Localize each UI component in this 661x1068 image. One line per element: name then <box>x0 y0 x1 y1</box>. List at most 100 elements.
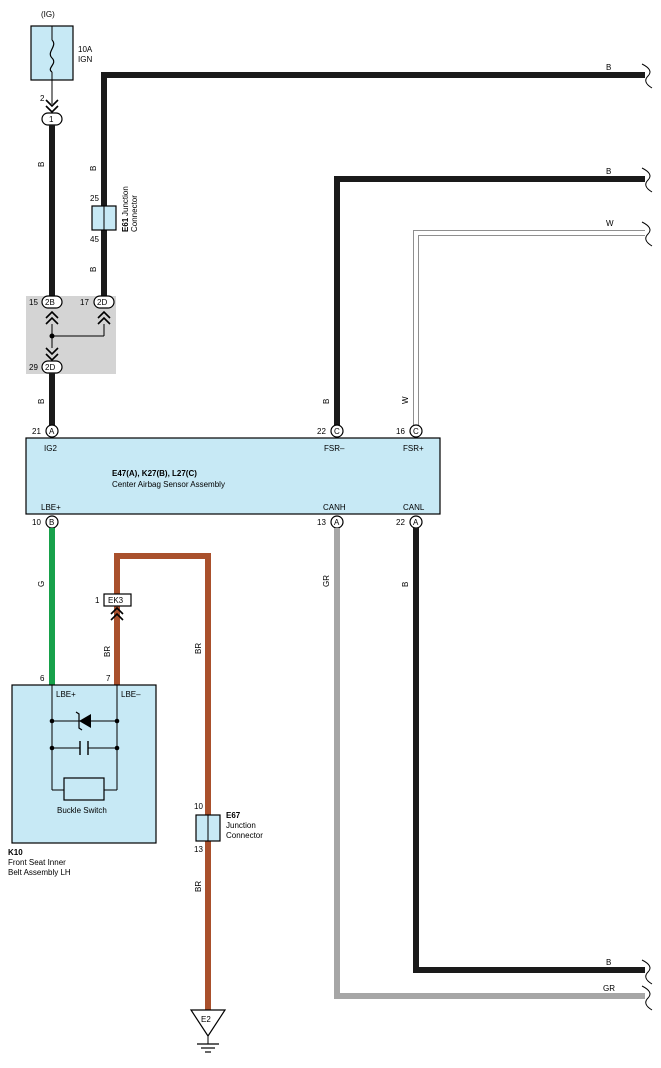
jb-chevron-2b-icon <box>45 310 59 325</box>
pin-ig2-conn: A <box>49 427 55 436</box>
fuse-icon <box>49 39 55 73</box>
jb-chevron-2d-icon <box>97 310 111 325</box>
pin-canl-label: CANL <box>403 503 425 512</box>
buckle-name-line2: Belt Assembly LH <box>8 868 71 877</box>
pin-fsr-minus-connector <box>330 424 344 438</box>
pin-lbe-plus-label: LBE+ <box>41 503 61 512</box>
wire-gr-canh <box>334 528 645 999</box>
pin-fsr-plus-number: 16 <box>396 427 405 436</box>
ek3-id: EK3 <box>108 596 124 605</box>
wire-label-w: W <box>606 219 614 228</box>
buckle-node-3 <box>49 745 55 751</box>
buckle-name-line1: Front Seat Inner <box>8 858 66 867</box>
fuse-rating: 10A <box>78 45 93 54</box>
wire-label-gr: GR <box>603 984 615 993</box>
pin-lbe-plus-conn: B <box>49 518 54 527</box>
pin-fsr-minus-label: FSR– <box>324 444 345 453</box>
e61-pin-top: 25 <box>90 194 99 203</box>
wire-label-b-fsr-vertical: B <box>322 399 331 404</box>
wire-label-b-e61-top: B <box>89 166 98 171</box>
e67-pin-bottom: 13 <box>194 845 203 854</box>
jb-pin-2d-top-number: 17 <box>80 298 89 307</box>
wire-label-w-vertical: W <box>401 396 410 404</box>
pin-fsr-minus-conn: C <box>334 427 340 436</box>
splice-pin-number: 1 <box>49 115 54 124</box>
pin-fsr-plus-connector <box>409 424 423 438</box>
jb-connector-2d-top <box>93 295 115 309</box>
wire-label-br-main: BR <box>194 643 203 654</box>
wire-w-fsr-plus-outline <box>413 230 645 425</box>
fuse-pin-number: 2 <box>40 94 45 103</box>
jb-connector-2d-bottom-label: 2D <box>45 363 55 372</box>
buckle-switch-label: Buckle Switch <box>57 806 107 815</box>
wire-label-b-ig: B <box>37 162 46 167</box>
wire-b-canl <box>413 528 645 973</box>
center-airbag-sensor-assembly <box>25 437 441 515</box>
pin-fsr-plus-label: FSR+ <box>403 444 424 453</box>
e61-pin-bottom: 45 <box>90 235 99 244</box>
e61-id: E61 <box>121 217 130 232</box>
wire-break-canh-icon <box>641 985 653 1011</box>
ek3-pin: 1 <box>95 596 100 605</box>
zener-diode-bar <box>75 711 83 731</box>
pin-canl-conn: A <box>413 518 419 527</box>
ig-source-label: (IG) <box>41 10 55 19</box>
pin-lbe-plus-number: 10 <box>32 518 41 527</box>
e67-pin-top: 10 <box>194 802 203 811</box>
wire-label-br-ek3: BR <box>103 646 112 657</box>
buckle-node-4 <box>114 745 120 751</box>
pin-canh-label: CANH <box>323 503 346 512</box>
wire-br-lbe-minus <box>114 553 211 1010</box>
wire-label-b-canl: B <box>606 958 611 967</box>
e67-line2: Connector <box>226 831 263 840</box>
jb-chevron-out-icon <box>45 347 59 362</box>
pin-canh-conn: A <box>334 518 340 527</box>
buckle-pin-plus-label: LBE+ <box>56 690 76 699</box>
fuse-name: IGN <box>78 55 92 64</box>
connector-ek3 <box>103 593 132 607</box>
wire-label-b-fsr: B <box>606 167 611 176</box>
wire-label-b-e61-bottom: B <box>89 267 98 272</box>
ground-point <box>189 1009 227 1038</box>
fuse-connector-chevron-icon <box>45 99 59 114</box>
jb-connector-2d-top-label: 2D <box>97 298 107 307</box>
jb-connector-2b-label: 2B <box>45 298 55 307</box>
pin-fsr-minus-number: 22 <box>317 427 326 436</box>
assembly-title: E47(A), K27(B), L27(C) <box>112 469 197 478</box>
wire-label-gr-vertical: GR <box>322 575 331 587</box>
buckle-pin-minus-number: 7 <box>106 674 111 683</box>
e67-id: E67 <box>226 811 241 820</box>
wire-break-canl-icon <box>641 959 653 985</box>
pin-ig2-connector <box>45 424 59 438</box>
jb-pin-2b-number: 15 <box>29 298 38 307</box>
wire-break-top-icon <box>641 63 653 89</box>
buckle-pin-minus-label: LBE– <box>121 690 141 699</box>
front-seat-inner-belt-assembly <box>11 684 157 844</box>
wire-b-top <box>101 72 645 296</box>
wire-break-fsr-plus-icon <box>641 221 653 247</box>
buckle-pin-plus-number: 6 <box>40 674 45 683</box>
buckle-node-2 <box>114 718 120 724</box>
zener-diode-icon <box>79 714 91 728</box>
e67-line1: Junction <box>226 821 256 830</box>
assembly-name: Center Airbag Sensor Assembly <box>112 480 225 489</box>
wire-label-b-canl-vertical: B <box>401 582 410 587</box>
buckle-id: K10 <box>8 848 23 857</box>
pin-ig2-label: IG2 <box>44 444 57 453</box>
jb-pin-2d-bot-number: 29 <box>29 363 38 372</box>
pin-canl-number: 22 <box>396 518 405 527</box>
wire-label-b-ig2: B <box>37 399 46 404</box>
buckle-switch-icon <box>63 777 105 801</box>
ground-id: E2 <box>201 1015 211 1024</box>
wire-b-fsr-minus <box>334 176 645 425</box>
pin-ig2-number: 21 <box>32 427 41 436</box>
wire-label-br-lower: BR <box>194 881 203 892</box>
buckle-node-1 <box>49 718 55 724</box>
wire-label-g: G <box>37 581 46 587</box>
pin-canh-number: 13 <box>317 518 326 527</box>
wire-label-b-top: B <box>606 63 611 72</box>
e61-line2: Connector <box>130 195 139 232</box>
ek3-chevron-icon <box>110 606 124 621</box>
